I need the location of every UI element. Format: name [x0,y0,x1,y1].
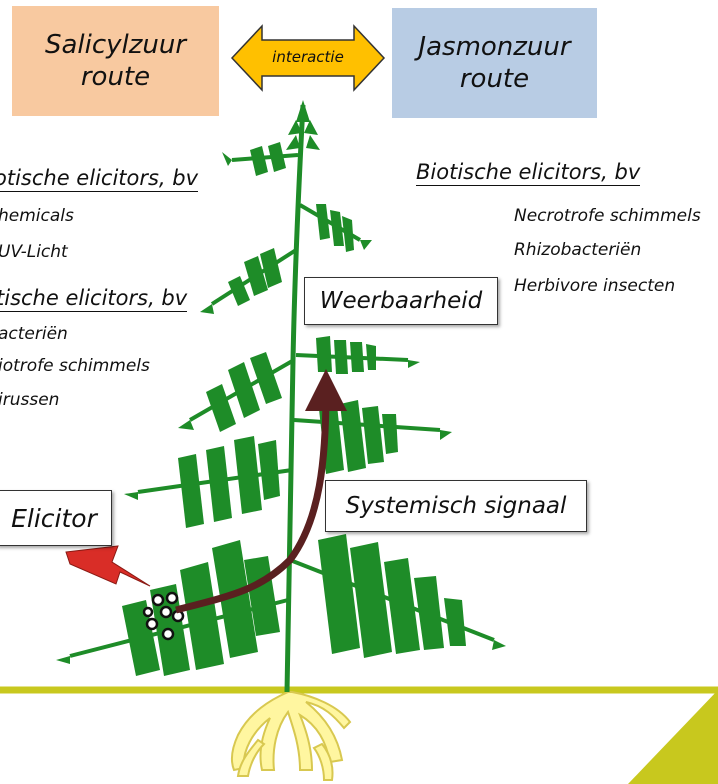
plant-roots [232,692,350,780]
plant-leaf [222,142,298,176]
plant-leaf [124,436,292,528]
jasmon-route-subtitle: route [460,63,529,95]
jasmon-route-title: Jasmonzuur [418,31,570,63]
biotic-heading-right: Biotische elicitors, bv [416,160,640,186]
elicitor-callout: Elicitor [0,490,112,546]
biotic-heading-left: tische elicitors, bv [0,286,187,312]
plant-leaf [300,204,372,252]
biotic-item-right: Herbivore insecten [514,276,675,296]
biotic-item-right: Necrotrofe schimmels [514,206,701,226]
weerbaarheid-callout: Weerbaarheid [304,277,498,325]
biotic-item-right: Rhizobacteriën [514,240,641,260]
salicyl-route-box: Salicylzuur route [12,6,219,116]
biotic-item-left: iotrofe schimmels [0,356,150,376]
salicyl-route-title: Salicylzuur [45,29,186,61]
corner-triangle [628,690,718,784]
plant-stem [287,105,303,692]
jasmon-route-box: Jasmonzuur route [392,8,597,118]
interaction-label: interactie [262,48,354,66]
plant-leaf [296,336,420,374]
abiotic-item: hemicals [0,206,74,226]
abiotic-item: UV-Licht [0,242,68,262]
biotic-item-left: acteriën [0,324,68,344]
abiotic-heading: otische elicitors, bv [0,166,198,192]
salicyl-route-subtitle: route [81,61,150,93]
lightning-icon [66,546,150,586]
plant-leaf [178,352,294,432]
biotic-item-left: irussen [0,390,59,410]
plant-leaf [290,534,506,658]
plant-leaf [294,396,452,474]
systemic-signal-callout: Systemisch signaal [325,480,587,532]
plant-leaf [200,248,296,314]
